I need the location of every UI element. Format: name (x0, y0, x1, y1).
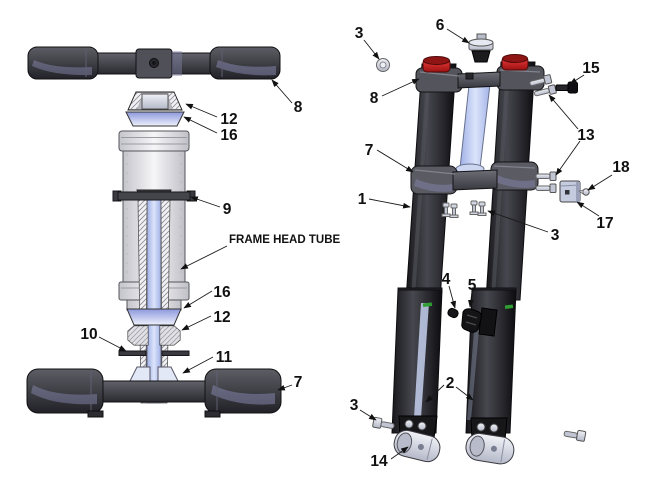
upper-triple-clamp-side (27, 46, 281, 80)
leader-line (425, 384, 445, 403)
fork-cap-left (422, 56, 451, 73)
leader-line (180, 245, 228, 270)
leader-line (182, 356, 214, 374)
upper-bearing (127, 91, 183, 111)
part-number-label: 6 (436, 17, 445, 34)
leader-line (587, 174, 613, 191)
left-axle-clamp (393, 415, 441, 463)
part-number-label: 15 (582, 60, 600, 77)
lower-bearing-race (126, 308, 182, 326)
part-number-label: 8 (370, 90, 379, 107)
part-number-label: 5 (468, 277, 477, 294)
dust-seal (118, 350, 190, 356)
part-number-label: 16 (220, 127, 238, 144)
leader-line (381, 78, 420, 97)
right-axle-bolt (563, 430, 587, 442)
leader-line (359, 409, 377, 421)
part-number-label: 3 (350, 397, 359, 414)
leader-line (363, 39, 380, 60)
guide-screw (578, 188, 590, 196)
part-number-label: 4 (442, 271, 451, 288)
lower-bearing (127, 325, 181, 346)
part-number-label: 13 (577, 127, 595, 144)
steering-stem-nut (468, 33, 494, 63)
part-number-label: 7 (365, 142, 374, 159)
part-number-label: 8 (294, 99, 303, 116)
part-number-label: 2 (446, 375, 455, 392)
lower-triple-clamp-side (26, 368, 282, 418)
part-number-label: 3 (355, 25, 364, 42)
leader-line (448, 285, 456, 309)
part-number-label: 18 (612, 159, 630, 176)
part-number-label: 16 (213, 284, 231, 301)
left-axle-bolt (372, 416, 395, 429)
leader-line (183, 116, 218, 134)
part-number-label: 14 (370, 453, 388, 470)
leader-line (468, 291, 474, 308)
adjuster-knob (461, 308, 482, 333)
leader-line (555, 140, 581, 176)
head-tube-exploded-view (26, 46, 282, 418)
leader-line (576, 201, 600, 217)
leader-line (446, 28, 470, 44)
part-number-label: 3 (551, 227, 560, 244)
fender-bolts (441, 200, 487, 218)
head-tube-collar (112, 190, 196, 202)
part-number-label: 17 (596, 215, 613, 232)
adjuster-bolt (447, 307, 459, 319)
upper-pinch-bolts (529, 74, 557, 97)
upper-triple-clamp (415, 65, 545, 93)
leader-line (277, 384, 293, 391)
lower-pinch-bolts (535, 171, 557, 193)
cable-guide-block (559, 180, 581, 203)
leader-line (98, 336, 127, 352)
leader-line (185, 103, 218, 118)
part-number-label: 9 (223, 201, 232, 218)
lower-triple-clamp (410, 161, 539, 195)
leader-line (181, 315, 212, 331)
socket-head-bolt (555, 81, 578, 94)
leader-line (271, 79, 293, 104)
leader-line (183, 290, 213, 309)
part-number-label: 10 (80, 326, 97, 343)
fork-cap-right (501, 54, 529, 71)
part-number-label: 12 (220, 111, 237, 128)
part-number-label: 1 (358, 191, 367, 208)
leader-line (487, 210, 549, 233)
right-axle-clamp (465, 417, 515, 465)
part-number-label: 11 (216, 349, 233, 366)
leader-line (368, 198, 411, 209)
flange-nut (376, 58, 390, 72)
part-number-label: FRAME HEAD TUBE (229, 234, 340, 246)
leader-line (548, 94, 579, 130)
part-number-label: 12 (213, 309, 230, 326)
leader-line (569, 74, 585, 85)
part-number-label: 7 (294, 374, 303, 391)
leader-line (190, 196, 221, 208)
leader-line (390, 446, 409, 460)
fork-assembly-view (372, 33, 590, 465)
leader-line (376, 149, 414, 173)
upper-bearing-race (125, 111, 185, 127)
leader-line (455, 386, 474, 401)
